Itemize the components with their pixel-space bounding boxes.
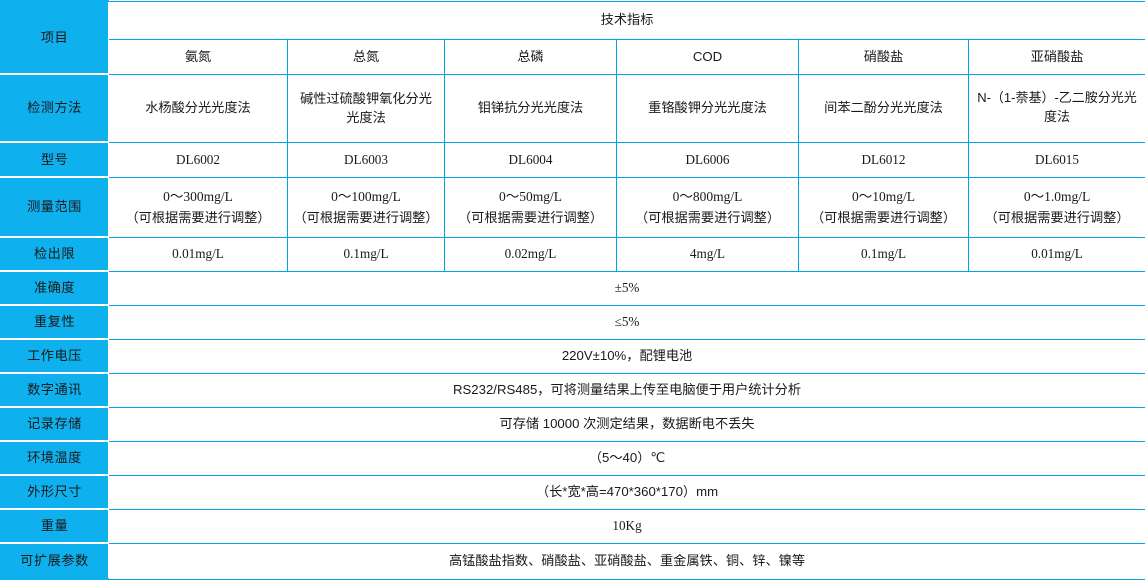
cell-range-nitrite: 0～1.0mg/L （可根据需要进行调整）	[967, 176, 1145, 238]
column-header-cod: COD	[616, 38, 799, 75]
table-row-weight: 重量 10Kg	[0, 508, 1145, 544]
cell-text: 碱性过硫酸钾氧化分光光度法	[300, 90, 432, 125]
range-value: 0～10mg/L	[852, 188, 915, 204]
cell-limit-nitrite: 0.01mg/L	[967, 236, 1145, 272]
range-value: 0～100mg/L	[331, 188, 401, 204]
row-label-detection-limit: 检出限	[0, 236, 109, 272]
row-label-model: 型号	[0, 141, 109, 178]
column-header-nitrate: 硝酸盐	[798, 38, 969, 75]
range-value: 0～1.0mg/L	[1023, 188, 1091, 204]
table-row-detection-method: 检测方法 水杨酸分光光度法 碱性过硫酸钾氧化分光光度法 钼锑抗分光光度法 重铬酸…	[0, 73, 1145, 143]
range-note: （可根据需要进行调整）	[125, 210, 271, 226]
cell-weight-value: 10Kg	[107, 508, 1145, 544]
cell-text: 钼锑抗分光光度法	[477, 100, 584, 116]
row-label-expandable-parameters: 可扩展参数	[0, 542, 109, 580]
cell-method-ammonia-nitrogen: 水杨酸分光光度法	[108, 73, 288, 143]
cell-text: 水杨酸分光光度法	[145, 100, 251, 116]
cell-range-nitrate: 0～10mg/L （可根据需要进行调整）	[798, 176, 969, 238]
range-value: 0～800mg/L	[672, 188, 743, 204]
cell-working-voltage-value: 220V±10%，配锂电池	[107, 338, 1145, 374]
row-label-detection-method: 检测方法	[0, 73, 109, 143]
table-row-record-storage: 记录存储 可存储 10000 次测定结果，数据断电不丢失	[0, 406, 1145, 442]
cell-limit-total-nitrogen: 0.1mg/L	[287, 236, 445, 272]
header-row-category: 项目 技术指标	[0, 0, 1145, 75]
cell-limit-nitrate: 0.1mg/L	[798, 236, 969, 272]
cell-repeatability-value: ≤5%	[107, 304, 1145, 340]
cell-dimensions-value: （长*宽*高=470*360*170）mm	[107, 474, 1145, 510]
range-note: （可根据需要进行调整）	[984, 210, 1130, 226]
cell-method-total-nitrogen: 碱性过硫酸钾氧化分光光度法	[287, 73, 445, 143]
cell-model-cod: DL6006	[616, 141, 799, 178]
table-row-accuracy: 准确度 ±5%	[0, 270, 1145, 306]
cell-model-nitrite: DL6015	[967, 141, 1145, 178]
range-note: （可根据需要进行调整）	[457, 210, 604, 226]
cell-range-ammonia-nitrogen: 0～300mg/L （可根据需要进行调整）	[108, 176, 288, 238]
column-header-ammonia-nitrogen: 氨氮	[108, 38, 288, 75]
row-label-record-storage: 记录存储	[0, 406, 109, 442]
cell-text: 间苯二酚分光光度法	[824, 100, 943, 116]
range-block: 0～100mg/L （可根据需要进行调整）	[288, 186, 444, 229]
cell-model-total-nitrogen: DL6003	[287, 141, 445, 178]
row-label-header: 项目	[0, 0, 109, 75]
table-row-measurement-range: 测量范围 0～300mg/L （可根据需要进行调整） 0～100mg/L （可根…	[0, 176, 1145, 238]
row-label-digital-communication: 数字通讯	[0, 372, 109, 408]
row-label-weight: 重量	[0, 508, 109, 544]
cell-limit-ammonia-nitrogen: 0.01mg/L	[108, 236, 288, 272]
range-note: （可根据需要进行调整）	[634, 210, 781, 226]
cell-digital-communication-value: RS232/RS485，可将测量结果上传至电脑便于用户统计分析	[107, 372, 1145, 408]
column-header-nitrite: 亚硝酸盐	[967, 38, 1145, 75]
range-note: （可根据需要进行调整）	[293, 210, 439, 226]
row-label-accuracy: 准确度	[0, 270, 109, 306]
cell-text: 重铬酸钾分光光度法	[648, 100, 767, 116]
table-row-dimensions: 外形尺寸 （长*宽*高=470*360*170）mm	[0, 474, 1145, 510]
table-row-expandable-parameters: 可扩展参数 高锰酸盐指数、硝酸盐、亚硝酸盐、重金属铁、铜、锌、镍等	[0, 542, 1145, 580]
range-block: 0～1.0mg/L （可根据需要进行调整）	[969, 186, 1145, 229]
cell-accuracy-value: ±5%	[107, 270, 1145, 306]
table-row-model: 型号 DL6002 DL6003 DL6004 DL6006 DL6012 DL…	[0, 141, 1145, 178]
row-label-dimensions: 外形尺寸	[0, 474, 109, 510]
spanning-header-technical-index: 技术指标	[107, 0, 1145, 40]
row-label-repeatability: 重复性	[0, 304, 109, 340]
table-row-working-voltage: 工作电压 220V±10%，配锂电池	[0, 338, 1145, 374]
cell-model-total-phosphorus: DL6004	[444, 141, 617, 178]
range-value: 0～300mg/L	[163, 188, 233, 204]
column-header-total-phosphorus: 总磷	[444, 38, 617, 75]
cell-range-cod: 0～800mg/L （可根据需要进行调整）	[616, 176, 799, 238]
range-block: 0～300mg/L （可根据需要进行调整）	[109, 186, 287, 229]
cell-range-total-phosphorus: 0～50mg/L （可根据需要进行调整）	[444, 176, 617, 238]
range-block: 0～10mg/L （可根据需要进行调整）	[799, 186, 968, 229]
cell-method-nitrite: N-（1-萘基）-乙二胺分光光度法	[967, 73, 1145, 143]
cell-model-nitrate: DL6012	[798, 141, 969, 178]
cell-method-total-phosphorus: 钼锑抗分光光度法	[444, 73, 617, 143]
cell-method-nitrate: 间苯二酚分光光度法	[798, 73, 969, 143]
cell-range-total-nitrogen: 0～100mg/L （可根据需要进行调整）	[287, 176, 445, 238]
row-label-measurement-range: 测量范围	[0, 176, 109, 238]
cell-limit-cod: 4mg/L	[616, 236, 799, 272]
row-label-working-voltage: 工作电压	[0, 338, 109, 374]
cell-method-cod: 重铬酸钾分光光度法	[616, 73, 799, 143]
cell-record-storage-value: 可存储 10000 次测定结果，数据断电不丢失	[107, 406, 1145, 442]
table-row-detection-limit: 检出限 0.01mg/L 0.1mg/L 0.02mg/L 4mg/L 0.1m…	[0, 236, 1145, 272]
range-value: 0～50mg/L	[499, 188, 562, 204]
table-row-repeatability: 重复性 ≤5%	[0, 304, 1145, 340]
range-block: 0～50mg/L （可根据需要进行调整）	[445, 186, 616, 229]
header-row-parameters: 氨氮 总氮 总磷 COD 硝酸盐 亚硝酸盐	[1, 38, 1145, 75]
table-row-digital-communication: 数字通讯 RS232/RS485，可将测量结果上传至电脑便于用户统计分析	[0, 372, 1145, 408]
column-header-total-nitrogen: 总氮	[287, 38, 445, 75]
table-row-ambient-temperature: 环境温度 （5～40）℃	[0, 440, 1145, 476]
cell-expandable-parameters-value: 高锰酸盐指数、硝酸盐、亚硝酸盐、重金属铁、铜、锌、镍等	[107, 542, 1145, 580]
range-note: （可根据需要进行调整）	[810, 210, 957, 226]
row-label-ambient-temperature: 环境温度	[0, 440, 109, 476]
cell-model-ammonia-nitrogen: DL6002	[108, 141, 288, 178]
cell-text: N-（1-萘基）-乙二胺分光光度法	[977, 90, 1137, 124]
range-block: 0～800mg/L （可根据需要进行调整）	[617, 186, 798, 229]
cell-limit-total-phosphorus: 0.02mg/L	[444, 236, 617, 272]
cell-ambient-temperature-value: （5～40）℃	[107, 440, 1145, 476]
